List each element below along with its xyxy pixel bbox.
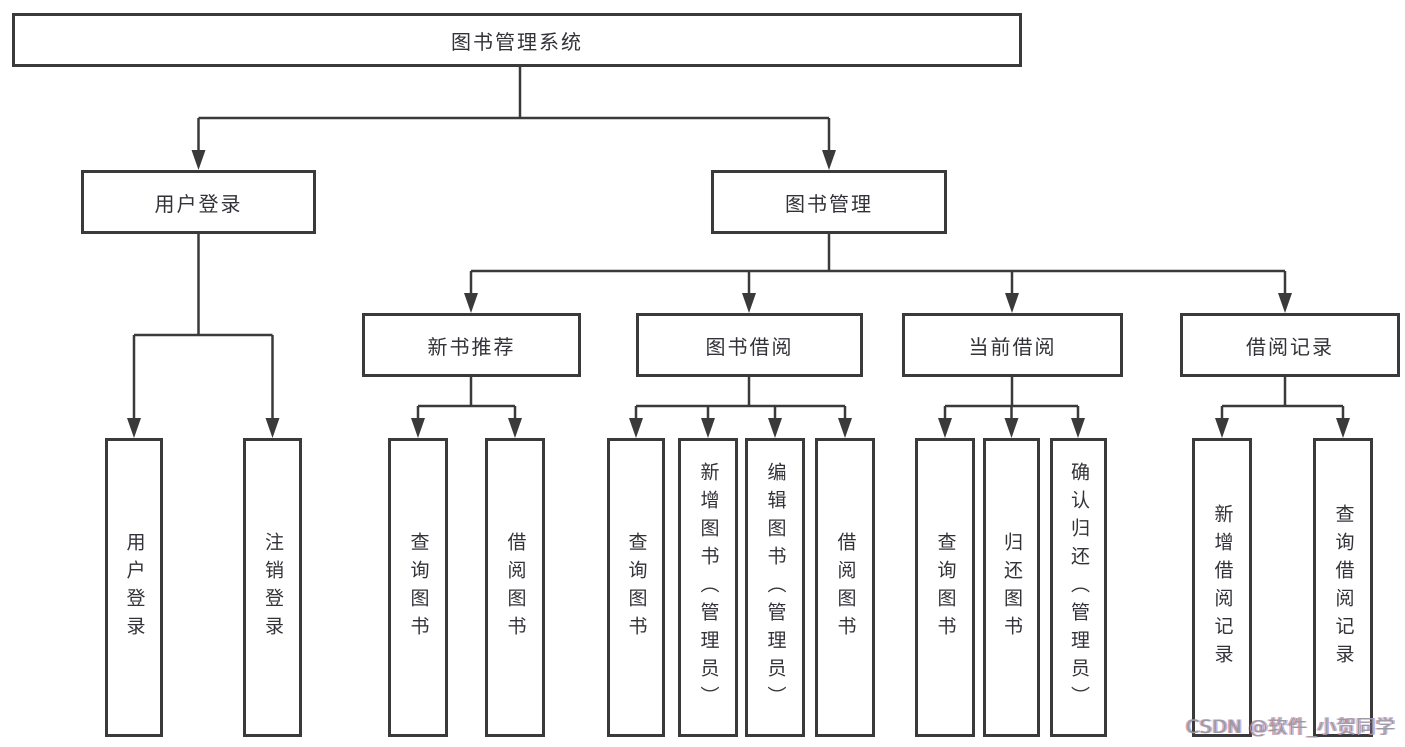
node-new-book-recommendation: 新书推荐 (362, 313, 581, 377)
node-leaf-query-borrow-record: 查询借阅记录 (1313, 438, 1373, 737)
node-leaf-logout: 注销登录 (243, 438, 302, 737)
node-leaf-borrow-books-1: 借阅图书 (485, 438, 545, 737)
node-borrowing-records: 借阅记录 (1180, 313, 1400, 377)
node-current-borrowing: 当前借阅 (902, 313, 1123, 377)
node-leaf-confirm-return-admin: 确认归还（管理员） (1050, 438, 1107, 737)
node-library-management-system: 图书管理系统 (12, 13, 1022, 67)
node-leaf-user-login: 用户登录 (105, 438, 163, 737)
csdn-watermark: CSDN @软件_小贺同学 (1186, 716, 1396, 738)
node-user-login: 用户登录 (81, 170, 316, 234)
node-leaf-return-books: 归还图书 (983, 438, 1040, 737)
node-leaf-add-books-admin: 新增图书（管理员） (678, 438, 738, 737)
node-leaf-borrow-books-2: 借阅图书 (815, 438, 875, 737)
node-leaf-add-borrow-record: 新增借阅记录 (1192, 438, 1252, 737)
node-leaf-query-books-1: 查询图书 (388, 438, 448, 737)
node-leaf-query-books-3: 查询图书 (915, 438, 975, 737)
node-book-borrowing: 图书借阅 (636, 313, 863, 377)
node-leaf-edit-books-admin: 编辑图书（管理员） (745, 438, 805, 737)
node-leaf-query-books-2: 查询图书 (607, 438, 665, 737)
connector-stems (132, 67, 1345, 423)
node-book-management: 图书管理 (711, 170, 947, 234)
